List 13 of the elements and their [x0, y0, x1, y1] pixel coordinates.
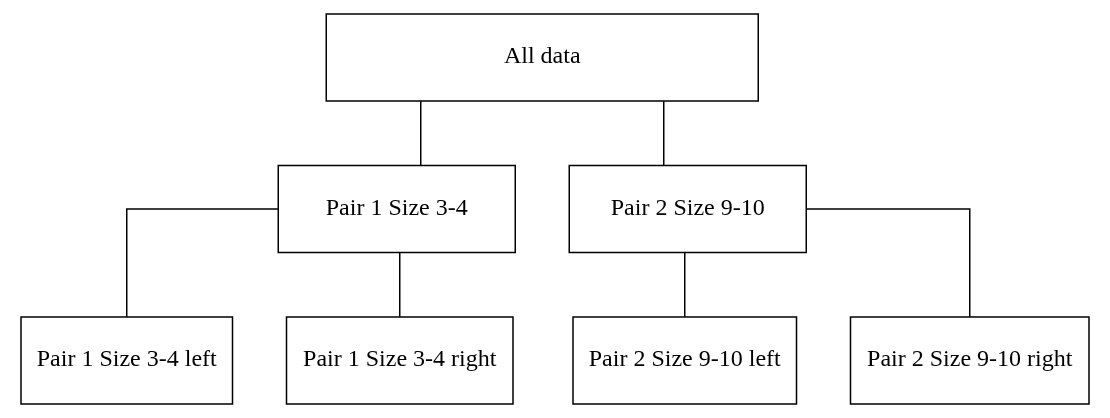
connector [420, 100, 422, 166]
node-box: All data [325, 13, 759, 102]
connector [126, 208, 279, 318]
connector [399, 252, 401, 318]
connector [805, 208, 971, 318]
node-box: Pair 2 Size 9-10 right [849, 316, 1090, 405]
connector [663, 100, 665, 166]
node-box: Pair 1 Size 3-4 left [20, 316, 234, 405]
connector [684, 252, 686, 318]
node-box: Pair 2 Size 9-10 [568, 164, 807, 254]
node-box: Pair 1 Size 3-4 [277, 164, 516, 254]
node-box: Pair 1 Size 3-4 right [285, 316, 514, 405]
node-box: Pair 2 Size 9-10 left [572, 316, 798, 405]
